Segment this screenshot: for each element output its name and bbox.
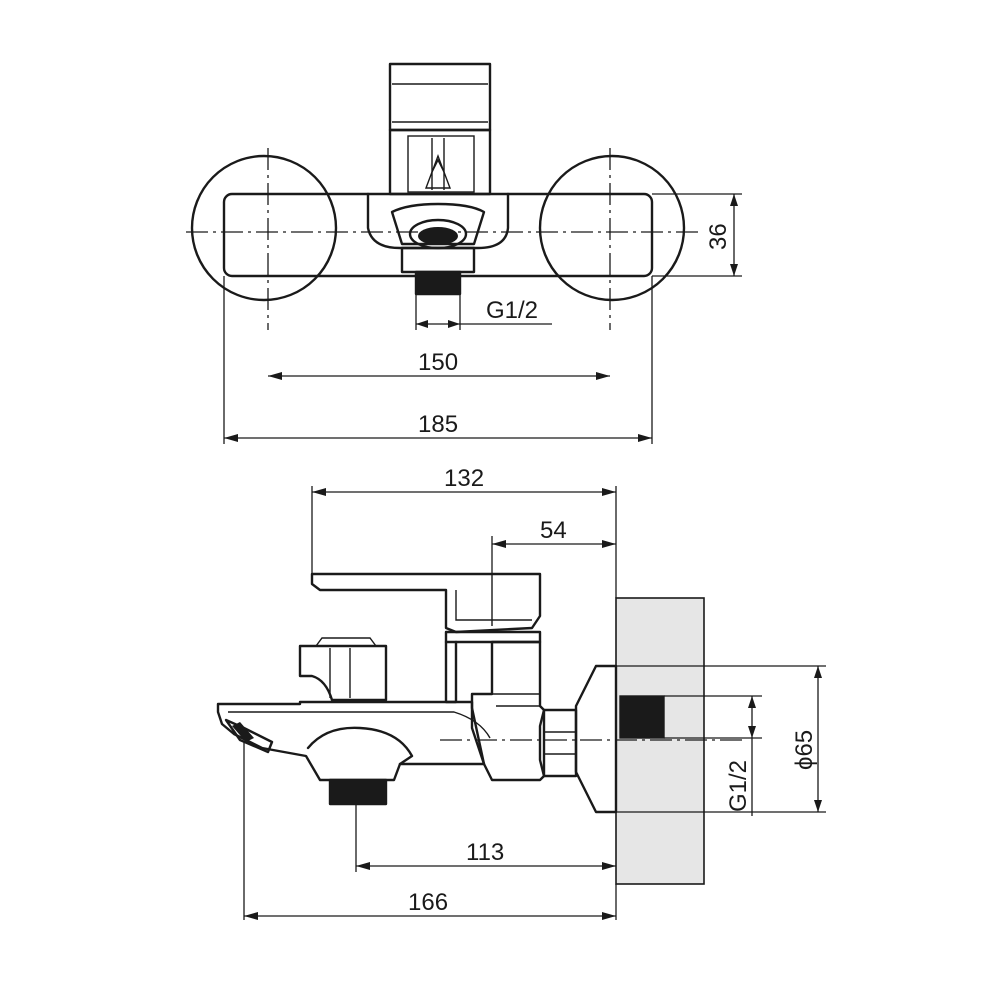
hex-nut xyxy=(538,708,578,778)
dim-label-150: 150 xyxy=(418,349,458,376)
diverter-button xyxy=(298,644,388,702)
aerator-inner xyxy=(418,227,458,245)
lever-stem xyxy=(444,630,542,644)
cartridge-inner xyxy=(407,135,475,193)
g12-side-arrow xyxy=(748,696,756,708)
phi65-arrow xyxy=(814,666,822,678)
wall-section xyxy=(615,597,705,885)
dim-113-arrow xyxy=(356,862,370,870)
dim-label-36: 36 xyxy=(705,223,732,250)
dim-36-arrow xyxy=(730,264,738,276)
lever-handle-detail xyxy=(455,590,532,621)
top-view: G1/2 150 185 36 xyxy=(186,62,742,444)
dim-132-arrow xyxy=(312,488,326,496)
g12-side-arrow xyxy=(748,726,756,738)
dim-185-arrow xyxy=(638,434,652,442)
dim-label-185: 185 xyxy=(418,411,458,438)
dim-label-113: 113 xyxy=(466,839,504,866)
dim-150-arrow xyxy=(268,372,282,380)
side-flange xyxy=(574,664,618,814)
spout-body xyxy=(216,700,486,782)
spout-underside xyxy=(306,726,414,766)
spout-neck xyxy=(400,246,476,274)
dim-54-arrow xyxy=(492,540,506,548)
inlet-thread xyxy=(416,272,460,294)
dim-113-arrow xyxy=(602,862,616,870)
dim-166-arrow xyxy=(602,912,616,920)
g12-arrow xyxy=(448,320,460,328)
diverter-knob-outline xyxy=(390,202,486,246)
left-flange xyxy=(190,154,338,302)
dim-label-132: 132 xyxy=(444,465,484,492)
spout-outlet-thread xyxy=(330,780,386,804)
dim-54-arrow xyxy=(602,540,616,548)
dim-label-54: 54 xyxy=(540,517,567,544)
diverter-button-cap xyxy=(315,637,377,647)
dim-36-arrow xyxy=(730,194,738,206)
wall-socket-outline xyxy=(619,695,665,739)
dim-label-phi65: ϕ65 xyxy=(791,730,818,770)
column-upper xyxy=(444,640,458,704)
spout-tip-aerator xyxy=(232,722,254,742)
dim-150-arrow xyxy=(596,372,610,380)
dim-132-arrow xyxy=(602,488,616,496)
inlet-thread-outline xyxy=(414,270,462,296)
dim-166-arrow xyxy=(244,912,258,920)
phi65-arrow xyxy=(814,800,822,812)
g12-arrow xyxy=(416,320,428,328)
dim-label-g12-side: G1/2 xyxy=(725,760,752,812)
right-flange xyxy=(538,154,686,302)
side-view: 132 54 113 166 G1/2 ϕ65 xyxy=(216,465,826,920)
dim-185-arrow xyxy=(224,434,238,442)
cartridge-housing xyxy=(388,128,492,196)
dim-label-166: 166 xyxy=(408,889,448,916)
spout-contour xyxy=(228,711,491,739)
spout-outlet-outline xyxy=(328,778,388,806)
lever-handle-side xyxy=(310,572,542,634)
wall-socket xyxy=(620,696,664,738)
cartridge-mark xyxy=(431,158,445,173)
lever-handle-top xyxy=(388,62,492,132)
dim-label-g12-top: G1/2 xyxy=(486,297,538,324)
